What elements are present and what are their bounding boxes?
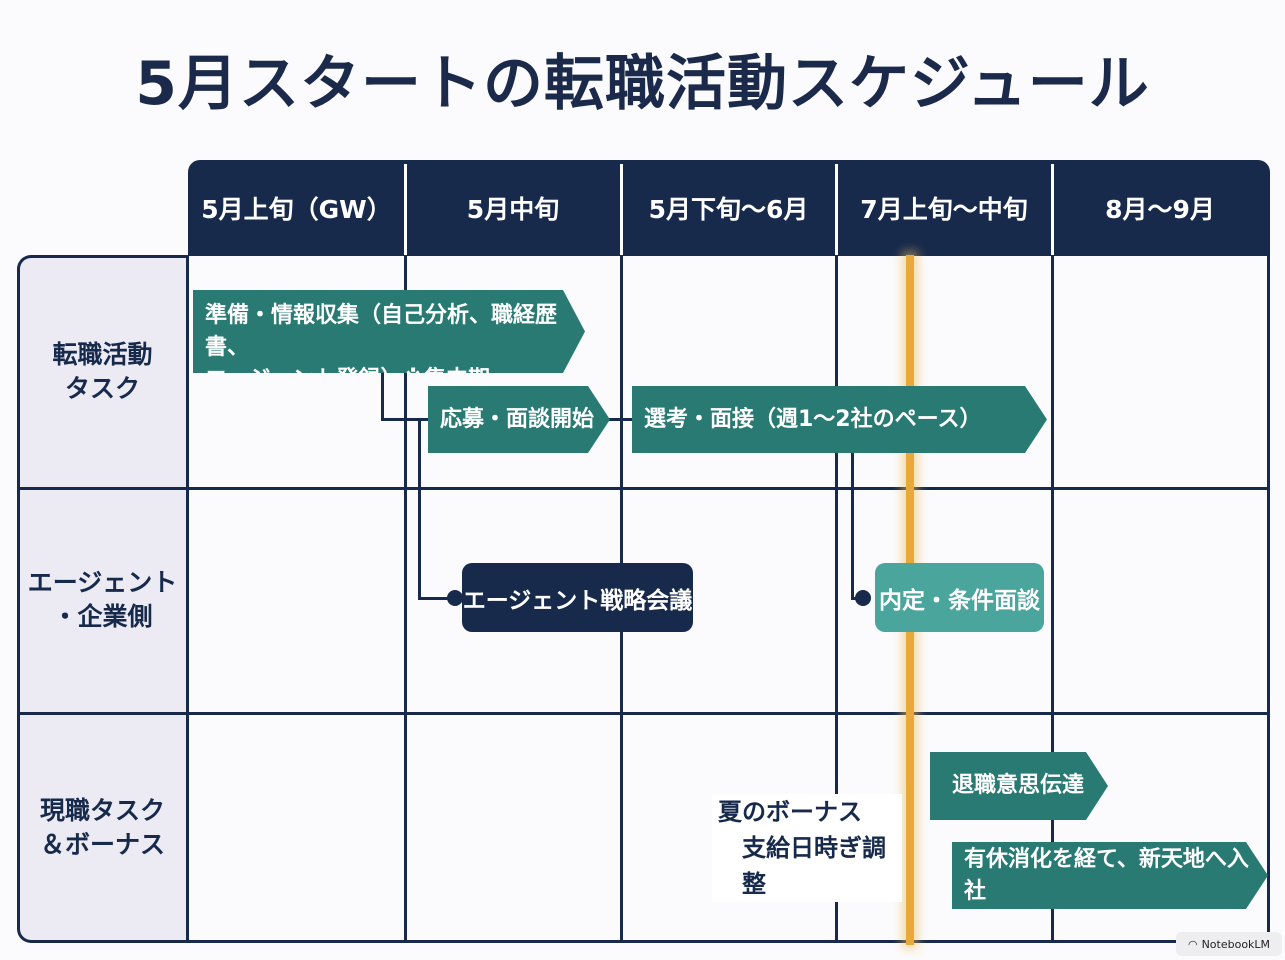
row-label-job-tasks: 転職活動 タスク bbox=[17, 338, 188, 406]
connector bbox=[608, 418, 634, 421]
task-bar-apply: 応募・面談開始 bbox=[428, 386, 610, 453]
task-agent-meeting: エージェント戦略会議 bbox=[462, 563, 693, 632]
column-july: 7月上旬〜中旬 bbox=[860, 195, 1028, 224]
notebooklm-badge: ◠ NotebookLM bbox=[1176, 932, 1282, 956]
row-label-agent: エージェント ・企業側 bbox=[17, 566, 188, 634]
label-line: ＆ボーナス bbox=[39, 830, 165, 859]
milestone-dot bbox=[447, 590, 463, 606]
page-title: 5月スタートの転職活動スケジュール bbox=[135, 49, 1150, 119]
connector bbox=[418, 418, 421, 600]
task-bar-resign: 退職意思伝達 bbox=[930, 752, 1108, 820]
milestone-dot bbox=[855, 590, 871, 606]
divider bbox=[835, 164, 838, 256]
badge-label: NotebookLM bbox=[1201, 937, 1271, 951]
grid-line bbox=[30, 940, 1270, 943]
task-bar-selection: 選考・面接（週1〜2社のペース） bbox=[632, 386, 1047, 453]
task-offer: 内定・条件面談 bbox=[875, 563, 1044, 632]
note-line: 支給日時ぎ調整 bbox=[742, 834, 886, 898]
label-line: 現職タスク bbox=[39, 796, 165, 825]
grid-line bbox=[1051, 255, 1054, 943]
connector bbox=[381, 418, 429, 421]
task-bar-preparation: 準備・情報収集（自己分析、職経歴書、 エージェント登録）※集中期 bbox=[193, 290, 585, 373]
connector bbox=[851, 453, 854, 600]
row-label-current-job: 現職タスク ＆ボーナス bbox=[17, 794, 188, 862]
grid-line bbox=[404, 255, 407, 943]
notebooklm-icon: ◠ bbox=[1187, 937, 1198, 951]
label-line: ・企業側 bbox=[52, 602, 153, 631]
label-line: タスク bbox=[64, 374, 140, 403]
divider bbox=[1051, 164, 1054, 256]
grid-line bbox=[17, 487, 1270, 490]
label-line: 転職活動 bbox=[52, 340, 153, 369]
label-line: エージェント bbox=[27, 568, 178, 597]
column-header: 5月上旬（GW） 5月中旬 5月下旬〜6月 7月上旬〜中旬 8月〜9月 bbox=[188, 160, 1270, 256]
task-bar-join: 有休消化を経て、新天地へ入社 bbox=[952, 842, 1268, 909]
grid-line bbox=[186, 255, 189, 943]
grid-line bbox=[1267, 255, 1270, 943]
divider bbox=[620, 164, 623, 256]
bonus-note: 夏のボーナス 支給日時ぎ調整 bbox=[712, 794, 902, 902]
grid-line bbox=[17, 712, 1270, 715]
column-late-may-june: 5月下旬〜6月 bbox=[648, 195, 809, 224]
connector bbox=[418, 597, 458, 600]
task-label: 準備・情報収集（自己分析、職経歴書、 bbox=[205, 303, 558, 360]
divider bbox=[404, 164, 407, 256]
note-line: 夏のボーナス bbox=[718, 798, 862, 826]
row-label-column bbox=[17, 255, 188, 943]
column-early-may: 5月上旬（GW） bbox=[201, 195, 392, 224]
column-mid-may: 5月中旬 bbox=[466, 195, 560, 224]
grid-line bbox=[835, 255, 838, 943]
connector bbox=[381, 373, 384, 421]
column-aug-sep: 8月〜9月 bbox=[1105, 195, 1215, 224]
